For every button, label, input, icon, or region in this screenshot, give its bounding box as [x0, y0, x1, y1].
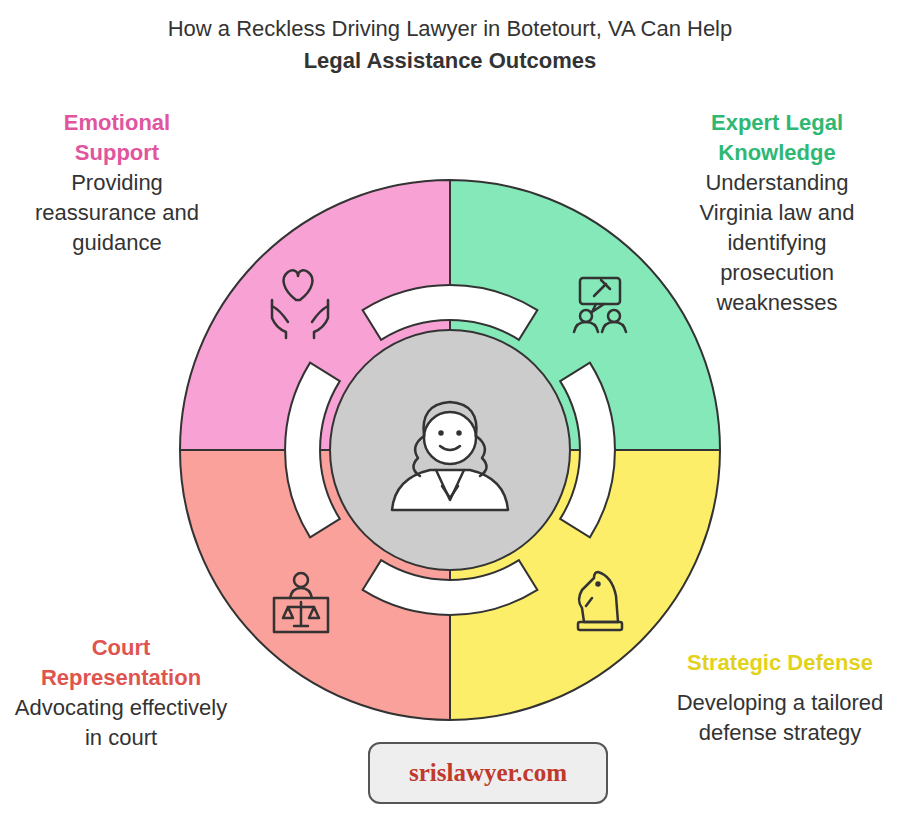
outcome-heading: Emotional Support — [47, 108, 187, 168]
outcome-heading: srislawyer.com — [392, 758, 584, 788]
outcome-block: Strategic DefenseDeveloping a tailored d… — [675, 648, 885, 748]
outcome-heading: Court Representation — [31, 633, 211, 693]
outcome-heading: Expert Legal Knowledge — [697, 108, 857, 168]
white-cutouts — [285, 285, 615, 615]
website-box: srislawyer.com — [368, 742, 608, 804]
gavel-people-icon — [574, 278, 626, 332]
heart-hands-icon — [272, 270, 328, 338]
diagram-title: How a Reckless Driving Lawyer in Botetou… — [0, 14, 900, 44]
outcome-block: Court RepresentationAdvocating effective… — [6, 633, 236, 753]
podium-scales-icon — [274, 573, 328, 632]
outcome-description: Advocating effectively in court — [6, 693, 236, 753]
knight-icon — [578, 572, 622, 630]
judge-icon — [392, 402, 508, 510]
outcome-block: Emotional SupportProviding reassurance a… — [27, 108, 207, 258]
outcome-description: Developing a tailored defense strategy — [675, 688, 885, 748]
outcome-heading: Strategic Defense — [675, 648, 885, 678]
center-circle — [330, 330, 570, 570]
outcome-description: Providing reassurance and guidance — [27, 168, 207, 258]
ring-segments — [180, 180, 720, 720]
outcome-description: Understanding Virginia law and identifyi… — [682, 168, 872, 318]
outcome-block: Expert Legal KnowledgeUnderstanding Virg… — [682, 108, 872, 318]
subtitle: Legal Assistance Outcomes — [0, 46, 900, 76]
